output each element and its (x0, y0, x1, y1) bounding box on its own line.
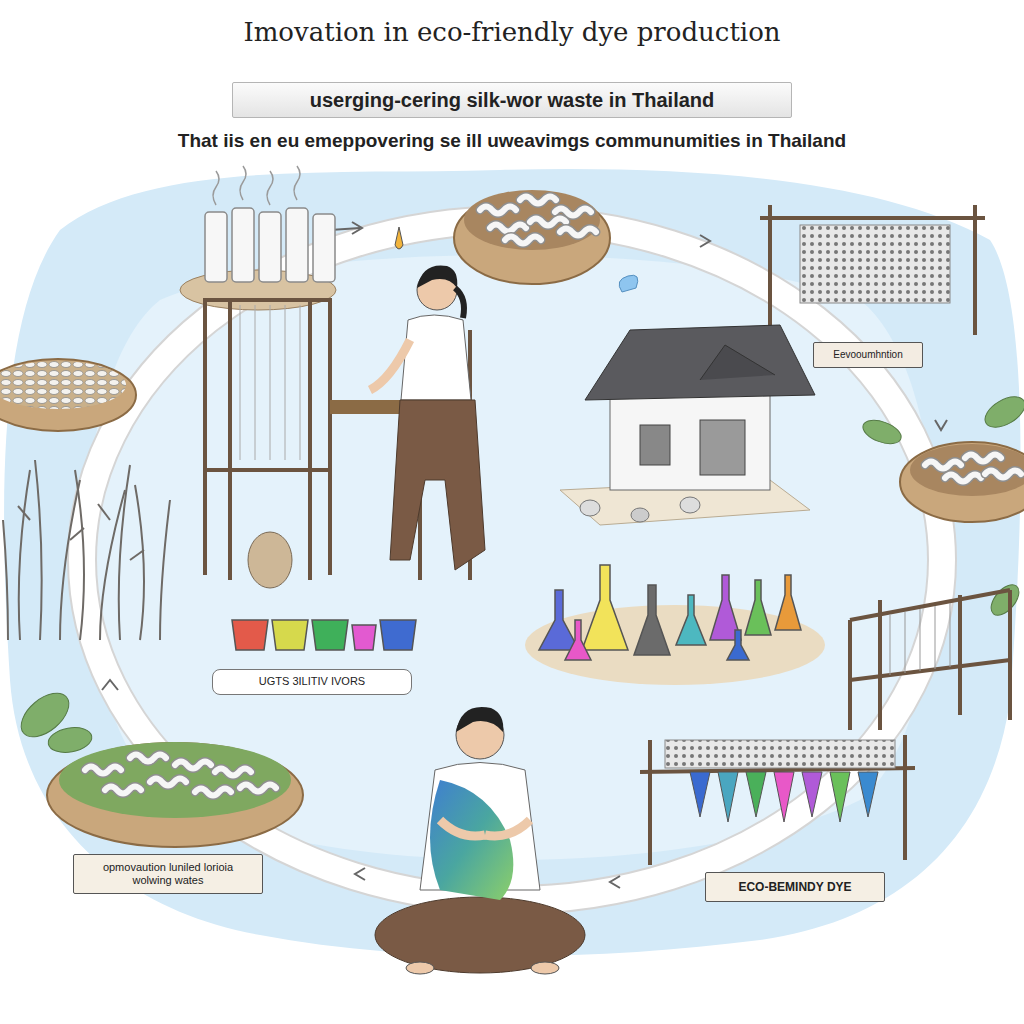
steaming-vessels (180, 166, 336, 310)
ribbon-label: UGTS 3ILITIV IVORS (212, 669, 412, 695)
sign-board: Eevooumhntion (813, 342, 923, 368)
silkworm-bowl (900, 442, 1024, 522)
water-ground (4, 169, 1021, 956)
subtitle: That iis en eu emeppovering se ill uweav… (178, 130, 846, 152)
dye-cups (232, 620, 416, 650)
node-text: ECO-BEMINDY DYE (738, 880, 851, 894)
node-text: opmovaution luniled lorioia wolwing wate… (82, 861, 254, 887)
title: Imovation in eco-friendly dye production (243, 17, 780, 47)
mulberry-twigs (3, 460, 170, 640)
sign-board: ECO-BEMINDY DYE (705, 872, 885, 902)
node-text: UGTS 3ILITIV IVORS (259, 675, 365, 688)
sign-board: opmovaution luniled lorioia wolwing wate… (73, 854, 263, 894)
village-house (560, 275, 815, 525)
dye-bottles (525, 565, 825, 685)
cycle-ring (82, 220, 947, 900)
drying-rack (760, 205, 985, 335)
weaver-at-loom (205, 227, 485, 588)
leaves (13, 391, 1024, 756)
seated-woman (375, 707, 585, 974)
node-text: Eevooumhntion (833, 349, 903, 361)
dye-drying-rack (640, 735, 915, 865)
loom (850, 590, 1010, 730)
node-text: userging-cering silk-wor waste in Thaila… (310, 88, 715, 112)
waste-basket (47, 742, 303, 847)
cocoon-bowl (0, 359, 136, 431)
silkworm-basket (454, 190, 610, 284)
subtitle-banner: userging-cering silk-wor waste in Thaila… (232, 82, 792, 118)
